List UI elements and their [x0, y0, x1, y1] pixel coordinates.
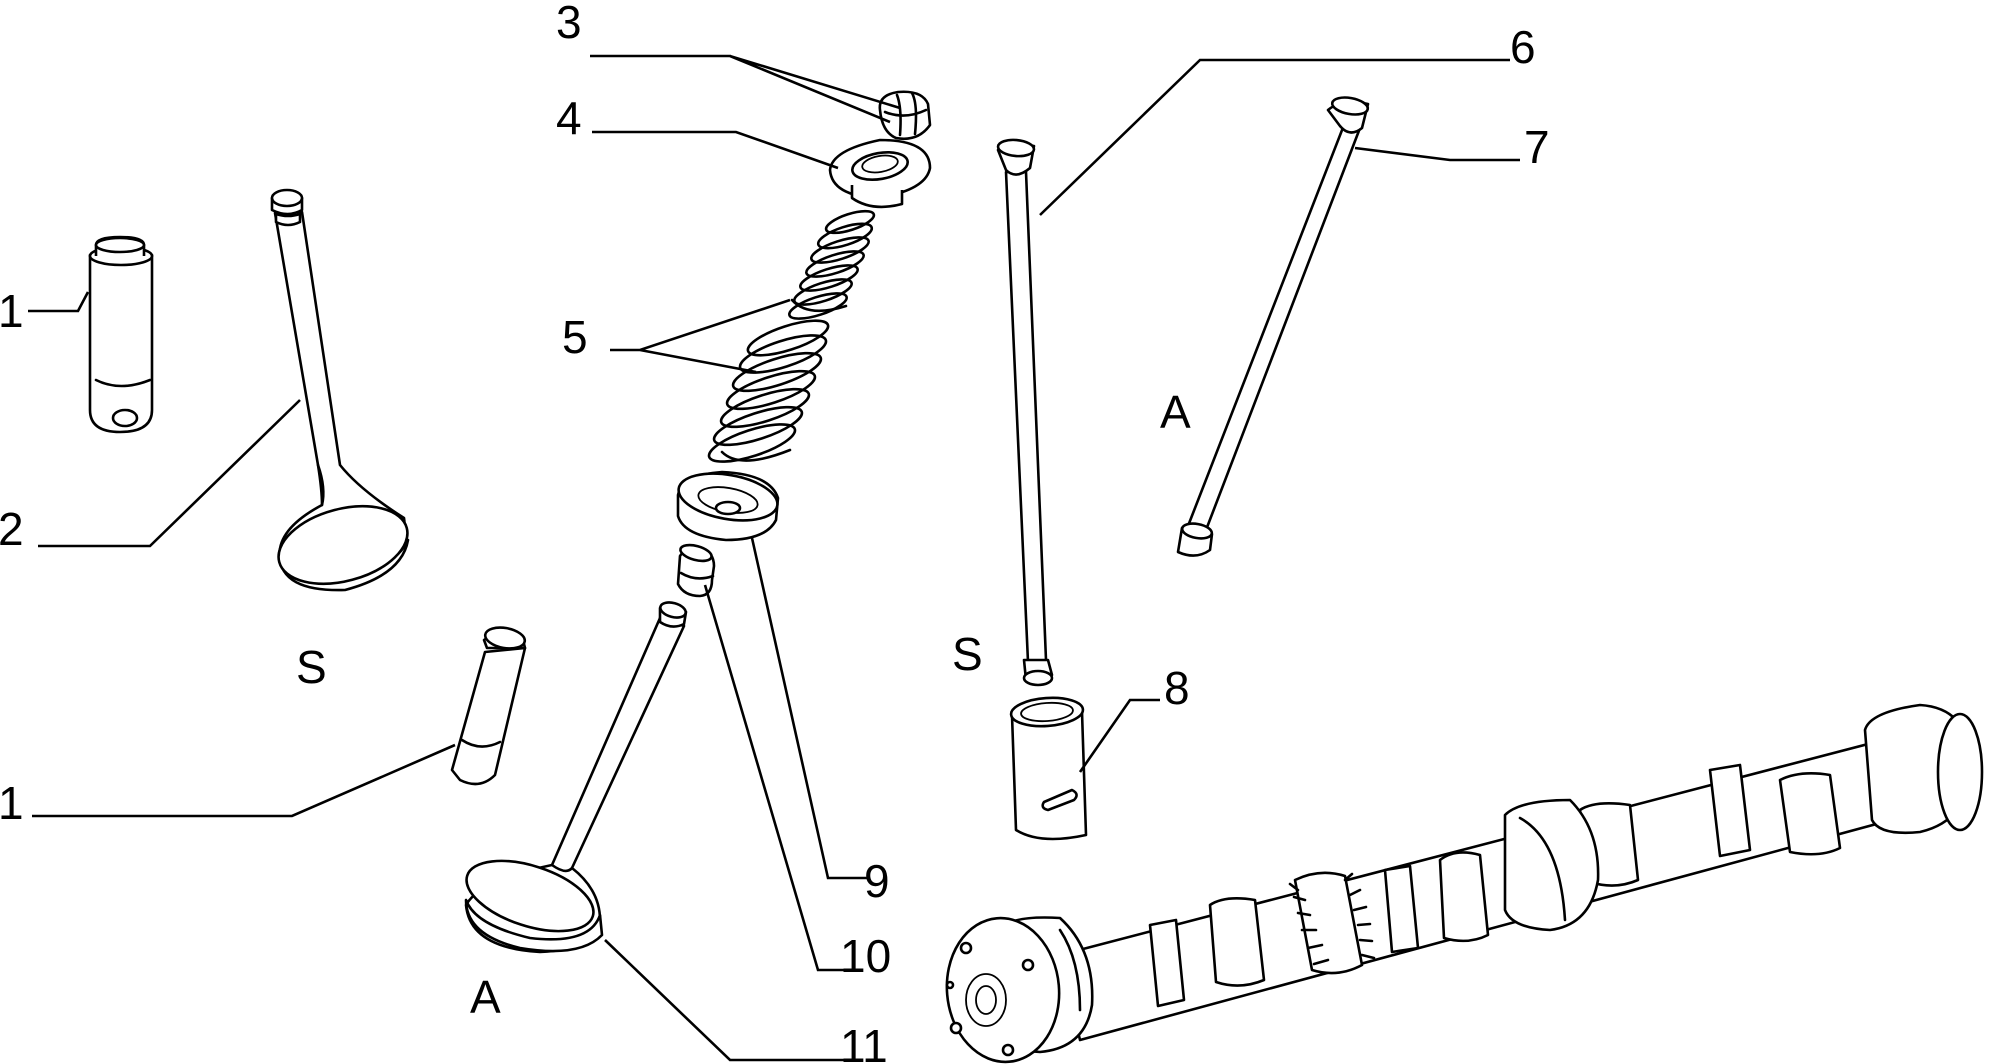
intake-valve: [464, 601, 688, 954]
valve-collets: [878, 90, 932, 140]
leader-9: [750, 537, 868, 880]
leader-1b: [32, 743, 456, 818]
pushrod-intake: [1176, 96, 1370, 557]
callout-11: 11: [840, 1020, 888, 1064]
inner-valve-spring: [788, 209, 876, 320]
spring-retainer: [828, 138, 932, 209]
callout-9: 9: [864, 855, 890, 907]
callout-5: 5: [562, 311, 588, 363]
leader-4: [592, 130, 839, 170]
pushrod-exhaust: [996, 138, 1054, 687]
callout-1-lower: 1: [0, 777, 24, 829]
leader-7: [1354, 146, 1520, 162]
callout-1-upper: 1: [0, 285, 24, 337]
leader-6: [1039, 58, 1510, 216]
leader-1a: [28, 291, 90, 313]
leader-8: [1078, 698, 1160, 773]
marker-a-pushrod: A: [1160, 386, 1191, 438]
marker-a-intake-valve: A: [470, 971, 501, 1023]
variant-markers: S A S A: [296, 386, 1191, 1023]
exhaust-valve: [270, 188, 410, 592]
callout-8: 8: [1164, 662, 1190, 714]
leader-2: [38, 399, 301, 548]
tappet: [1009, 696, 1088, 841]
valve-stem-seal: [676, 543, 716, 598]
leader-10: [703, 584, 848, 972]
outer-valve-spring: [707, 319, 830, 463]
callout-4: 4: [556, 92, 582, 144]
valve-guide-upper: [88, 235, 154, 434]
spring-seat: [676, 470, 780, 542]
camshaft: [945, 703, 1984, 1064]
leader-11: [604, 939, 848, 1062]
callout-7: 7: [1524, 121, 1550, 173]
valve-guide-lower: [450, 626, 527, 786]
leader-3: [590, 54, 901, 124]
leader-5: [610, 298, 791, 374]
callout-numbers: 1 2 3 4 5 6 7 8 1 9 10 11: [0, 0, 1550, 1064]
callout-3: 3: [556, 0, 582, 48]
callout-10: 10: [840, 930, 891, 982]
leader-lines: [28, 54, 1520, 1062]
callout-6: 6: [1510, 21, 1536, 73]
marker-s-pushrod: S: [952, 628, 983, 680]
callout-2: 2: [0, 503, 24, 555]
marker-s-exhaust-valve: S: [296, 641, 327, 693]
